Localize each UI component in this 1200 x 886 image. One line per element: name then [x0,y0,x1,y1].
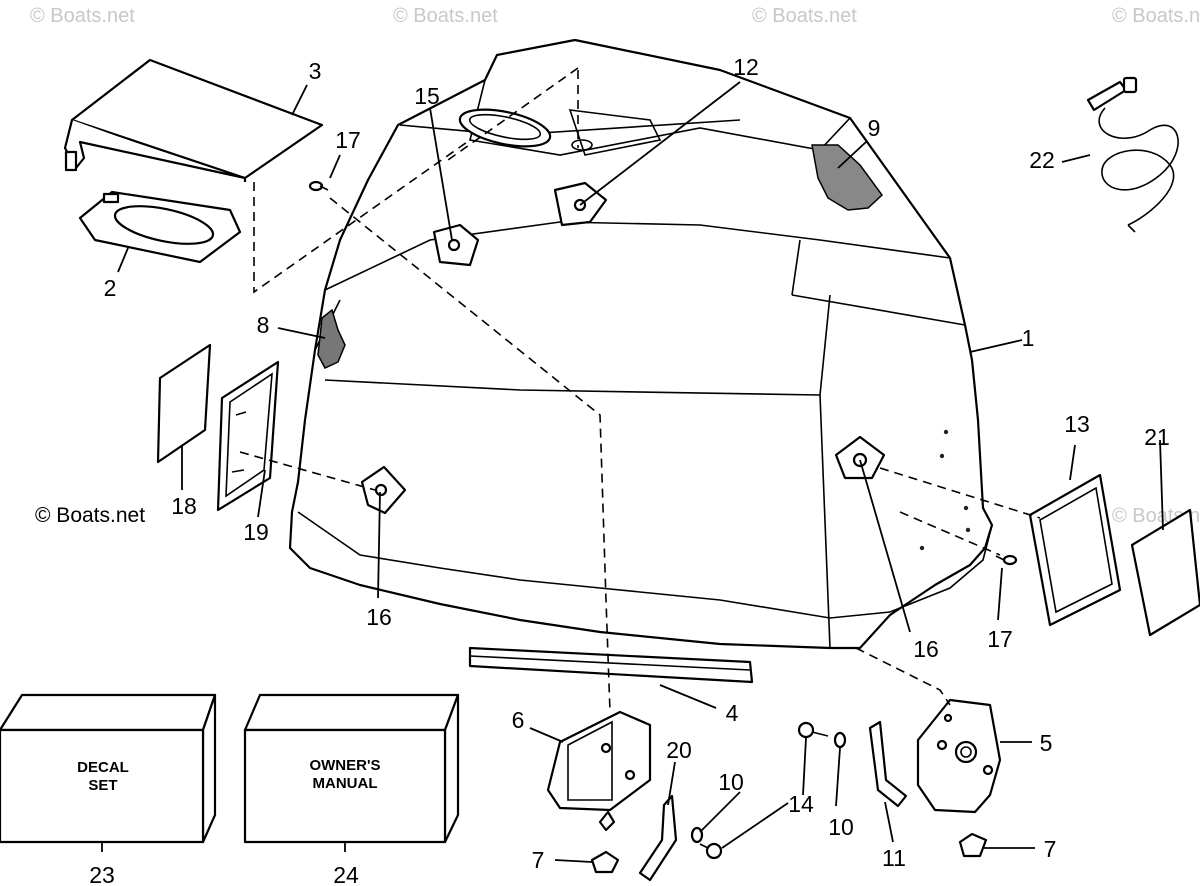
callout-15: 15 [414,83,440,109]
washer-10-upper [833,731,847,749]
part-3-cover [63,58,324,182]
manual-box-line2: MANUAL [313,775,378,792]
part-19-gasket [216,360,280,512]
part-6-bracket [546,710,652,832]
watermark: © Boats.net [30,5,135,27]
callout-8: 8 [257,312,270,338]
callout-12: 12 [733,54,759,80]
callout-labels: 3 2 17 15 12 9 22 8 1 18 19 16 16 13 21 … [89,54,1170,886]
grommet-7-right [958,832,988,858]
callout-18: 18 [171,493,197,519]
callout-24: 24 [333,862,359,886]
screw-lower [699,842,723,860]
watermark: © Boats.net [35,504,145,527]
part-11-strap [868,720,908,808]
insulation-pad-left [317,308,346,369]
callout-21: 21 [1144,424,1170,450]
part-4-seal [468,646,754,684]
insulation-pad-top [811,144,883,211]
callout-9: 9 [868,115,881,141]
screw-14 [797,721,829,739]
callout-6: 6 [512,707,525,733]
part-22-cable [1086,76,1179,233]
callout-11: 11 [882,845,906,871]
callout-4: 4 [726,700,739,726]
screw-17-upper [308,180,329,192]
part-18-plate [156,343,212,464]
callout-13: 13 [1064,411,1090,437]
decal-box-line2: SET [88,777,117,794]
part-13-frame [1028,473,1122,627]
part-2-frame [78,190,242,264]
watermark: © Boats.net [752,5,857,27]
part-21-plate [1130,508,1200,637]
callout-17: 17 [335,127,361,153]
callout-16: 16 [913,636,939,662]
callout-7: 7 [1044,836,1057,862]
part-16-clip-left [360,465,407,515]
part-16-clip-right [834,435,886,480]
callout-7: 7 [532,847,545,873]
engine-cover [288,38,994,650]
callout-16: 16 [366,604,392,630]
callout-3: 3 [309,58,322,84]
callout-10: 10 [828,814,854,840]
callout-23: 23 [89,862,115,886]
callout-10: 10 [718,769,744,795]
part-20-strap [638,794,678,882]
callout-20: 20 [666,737,692,763]
washer-10-lower [690,826,704,844]
part-15-clip [432,223,480,267]
owners-manual-box: OWNER'S MANUAL [243,693,460,844]
leader-lines [101,81,1164,863]
callout-19: 19 [243,519,269,545]
assembly-lines [239,67,1041,713]
grommet-7-left [590,850,620,874]
callout-1: 1 [1022,325,1035,351]
callout-14: 14 [788,791,814,817]
part-5-latch [916,698,1002,814]
watermark: © Boats.net [393,5,498,27]
callout-22: 22 [1029,147,1055,173]
watermark: © Boats.net [1112,5,1200,27]
decal-box-line1: DECAL [77,759,129,776]
screw-17-lower [995,554,1018,566]
callout-2: 2 [104,275,117,301]
manual-box-line1: OWNER'S [309,757,380,774]
decal-set-box: DECAL SET [0,693,217,844]
callout-5: 5 [1040,730,1053,756]
callout-17: 17 [987,626,1013,652]
